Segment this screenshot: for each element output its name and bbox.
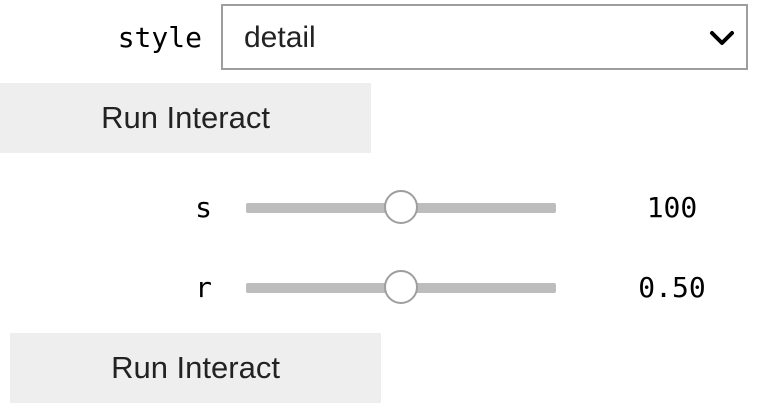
slider-r-track[interactable]: [246, 270, 556, 304]
run-interact-button[interactable]: Run Interact: [0, 83, 371, 153]
chevron-down-icon: [710, 31, 734, 45]
style-dropdown-value: detail: [244, 21, 316, 54]
run-interact-button-2[interactable]: Run Interact: [10, 333, 381, 403]
slider-s-readout[interactable]: 100: [646, 191, 698, 224]
style-dropdown[interactable]: detail: [221, 4, 748, 70]
slider-r-readout[interactable]: 0.50: [638, 271, 706, 304]
slider-r-handle[interactable]: [384, 270, 418, 304]
style-label: style: [117, 21, 202, 54]
slider-s-track[interactable]: [246, 190, 556, 224]
slider-s-label: s: [195, 191, 212, 224]
slider-r-label: r: [195, 271, 212, 304]
slider-s-handle[interactable]: [384, 190, 418, 224]
